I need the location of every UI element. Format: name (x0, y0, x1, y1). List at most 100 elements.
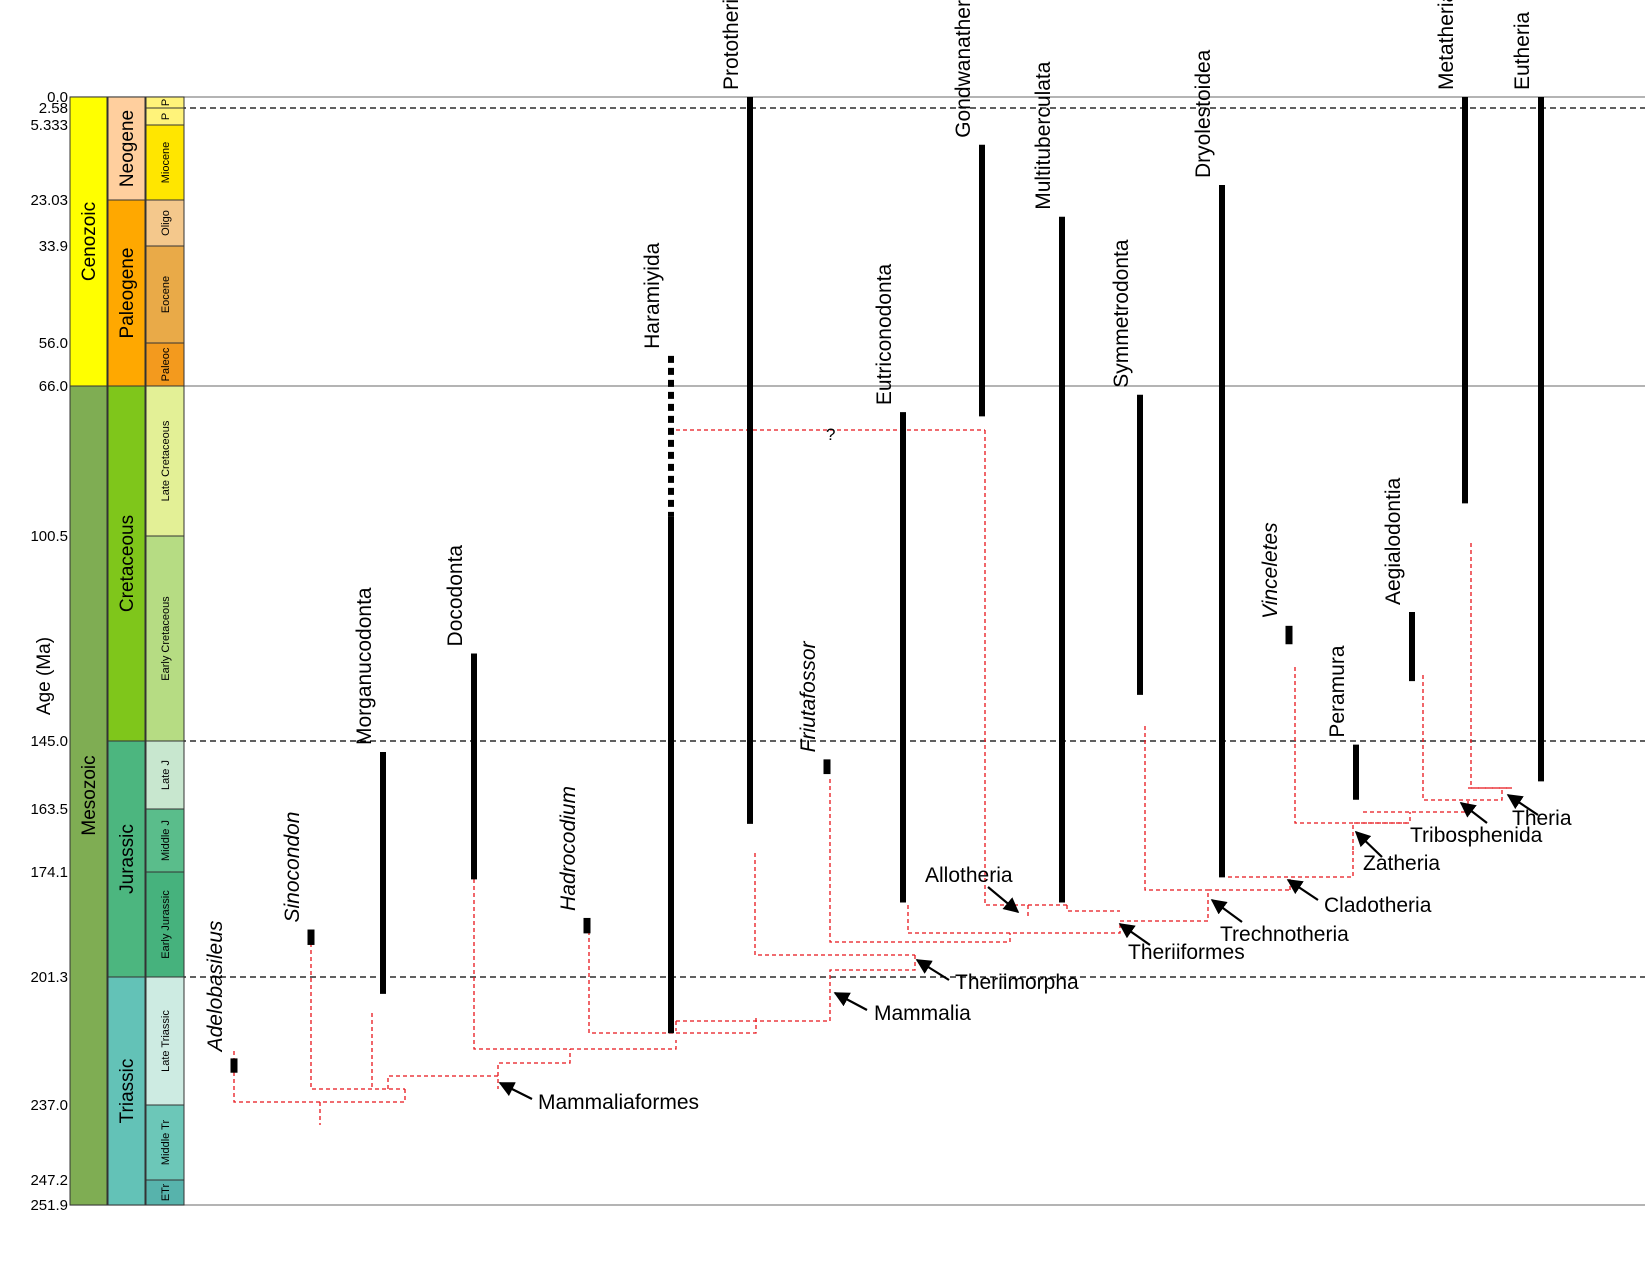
taxon-label-peramura: Peramura (1326, 645, 1349, 738)
period-label-paleogene: Paleogene (117, 248, 138, 339)
clade-label-mammalia: Mammalia (874, 1002, 971, 1025)
clade-label-theriiformes: Theriiformes (1128, 941, 1245, 964)
age-tick-label: 163.5 (30, 801, 68, 818)
period-label-triassic: Triassic (117, 1059, 138, 1124)
age-tick-label: 2.58 (39, 100, 68, 117)
taxon-label-eutheria: Eutheria (1511, 11, 1534, 90)
period-box-cretaceous (107, 385, 146, 742)
clade-label-mammaliaformes: Mammaliaformes (538, 1091, 699, 1114)
clade-arrow-mammalia (833, 992, 868, 1011)
age-tick-label: 174.1 (30, 864, 68, 881)
clade-arrow-theria (1506, 794, 1539, 816)
epoch-label-miocene: Miocene (160, 142, 172, 184)
age-tick-label: 201.3 (30, 969, 68, 986)
taxon-label-symmetrodonta: Symmetrodonta (1110, 239, 1133, 388)
age-tick-label: 23.03 (30, 192, 68, 209)
taxon-label-adelobasileus: Adelobasileus (204, 920, 227, 1053)
age-tick-label: 247.2 (30, 1172, 68, 1189)
taxon-label-metatheria: Metatheria (1435, 0, 1458, 90)
epoch-label-p: P (160, 99, 172, 106)
era-label-mesozoic: Mesozoic (79, 755, 100, 835)
era-box-cenozoic (69, 96, 108, 387)
age-tick-label: 100.5 (30, 528, 68, 545)
boundary-lines (70, 96, 1645, 1206)
branch-trechnotheria (1289, 850, 1354, 890)
era-box-mesozoic (69, 385, 108, 1206)
clade-label-theriimorpha: Theriimorpha (955, 971, 1079, 994)
taxon-label-docodonta: Docodonta (444, 545, 467, 647)
age-tick-label: 33.9 (39, 238, 68, 255)
epoch-label-early-cretaceous: Early Cretaceous (160, 596, 172, 681)
period-box-paleogene (107, 199, 146, 387)
clade-label-theria: Theria (1512, 807, 1572, 830)
branch-vincelestes (1294, 667, 1411, 824)
clade-label-tribosphenida: Tribosphenida (1410, 824, 1543, 847)
taxon-label-haramiyida: Haramiyida (641, 242, 664, 349)
clade-arrow-mammaliaformes (498, 1082, 533, 1100)
age-tick-label: 237.0 (30, 1097, 68, 1114)
epoch-label-etr: ETr (160, 1184, 172, 1202)
epoch-label-late-cretaceous: Late Cretaceous (160, 420, 172, 501)
branch-theriiformes (1120, 889, 1290, 922)
epoch-label-late-triassic: Late Triassic (160, 1010, 172, 1072)
taxon-label-sinocondon: Sinocondon (281, 812, 304, 923)
branch-adelobasileus-sinocondon (233, 936, 406, 1103)
branch-aegialodontia (1422, 675, 1503, 801)
period-box-triassic (107, 976, 146, 1206)
age-tick-label: 251.9 (30, 1197, 68, 1214)
branch-mammaliaformes (371, 1013, 571, 1089)
age-tick-label: 5.333 (30, 117, 68, 134)
taxon-label-dryolestoidea: Dryolestoidea (1192, 49, 1215, 178)
clade-arrow-theriimorpha (915, 959, 950, 981)
period-label-cretaceous: Cretaceous (117, 515, 138, 612)
age-tick-labels: 0.02.585.33323.0333.956.066.0100.5145.01… (30, 89, 68, 1214)
epoch-label-late-j: Late J (160, 760, 172, 790)
epoch-box-eocene (145, 245, 185, 344)
clade-arrow-tribosphenida (1459, 802, 1488, 824)
period-box-jurassic (107, 740, 146, 978)
taxon-label-aegialodontia: Aegialodontia (1382, 477, 1405, 605)
clade-arrow-cladotheria (1286, 879, 1319, 901)
branch-symmetrodonta (1144, 726, 1208, 891)
epoch-label-paleoc: Paleoc (160, 347, 172, 381)
taxon-label-friutafossor: Friutafossor (797, 641, 820, 753)
epoch-label-oligo: Oligo (160, 210, 172, 236)
taxon-label-prototheria-australosphenida-incl-monotremata: Prototheria/Australosphenida (incl. Mono… (720, 0, 743, 90)
clade-label-allotheria: Allotheria (925, 864, 1013, 887)
era-label-cenozoic: Cenozoic (79, 202, 100, 281)
taxon-ranges: Adelobasileus Sinocondon Morganucodonta Doc… (204, 0, 1544, 1073)
age-tick-label: 56.0 (39, 335, 68, 352)
age-tick-label: 145.0 (30, 733, 68, 750)
branch-zatheria (1363, 800, 1469, 813)
clade-arrow-trechnotheria (1210, 899, 1243, 923)
clade-label-cladotheria: Cladotheria (1324, 894, 1432, 917)
period-label-neogene: Neogene (117, 110, 138, 187)
period-label-jurassic: Jurassic (117, 824, 138, 894)
branch-theria (1470, 543, 1512, 789)
period-box-neogene (107, 96, 146, 201)
taxon-label-morganucodonta: Morganucodonta (353, 587, 376, 745)
age-tick-label: 66.0 (39, 378, 68, 395)
clade-labels: Mammaliaformes Mammalia Theriimorpha Alloth… (498, 794, 1572, 1114)
epoch-box-oligo (145, 199, 185, 247)
clade-label-zatheria: Zatheria (1363, 852, 1440, 875)
epoch-label-eocene: Eocene (160, 276, 172, 313)
epoch-label-p: P (160, 113, 172, 120)
y-axis-label: Age (Ma) (34, 637, 55, 715)
branch-mammalia (675, 955, 916, 1031)
epoch-box-late-triassic (145, 976, 185, 1106)
taxon-label-vinceletes: Vinceletes (1259, 522, 1282, 619)
clade-label-trechnotheria: Trechnotheria (1220, 923, 1349, 946)
branch-hadrocodium (588, 931, 830, 1034)
branch-prototheria (754, 853, 915, 956)
epoch-box-etr (145, 1179, 185, 1206)
epoch-box-miocene (145, 124, 185, 201)
uncertainty-mark: ? (826, 425, 835, 444)
clade-arrow-zatheria (1354, 830, 1383, 858)
epoch-box-early-cretaceous (145, 535, 185, 742)
taxon-label-hadrocodium: Hadrocodium (557, 786, 580, 911)
taxon-label-gondwanatheria: Gondwanatheria (952, 0, 975, 138)
branch-allotheria (984, 430, 1120, 916)
